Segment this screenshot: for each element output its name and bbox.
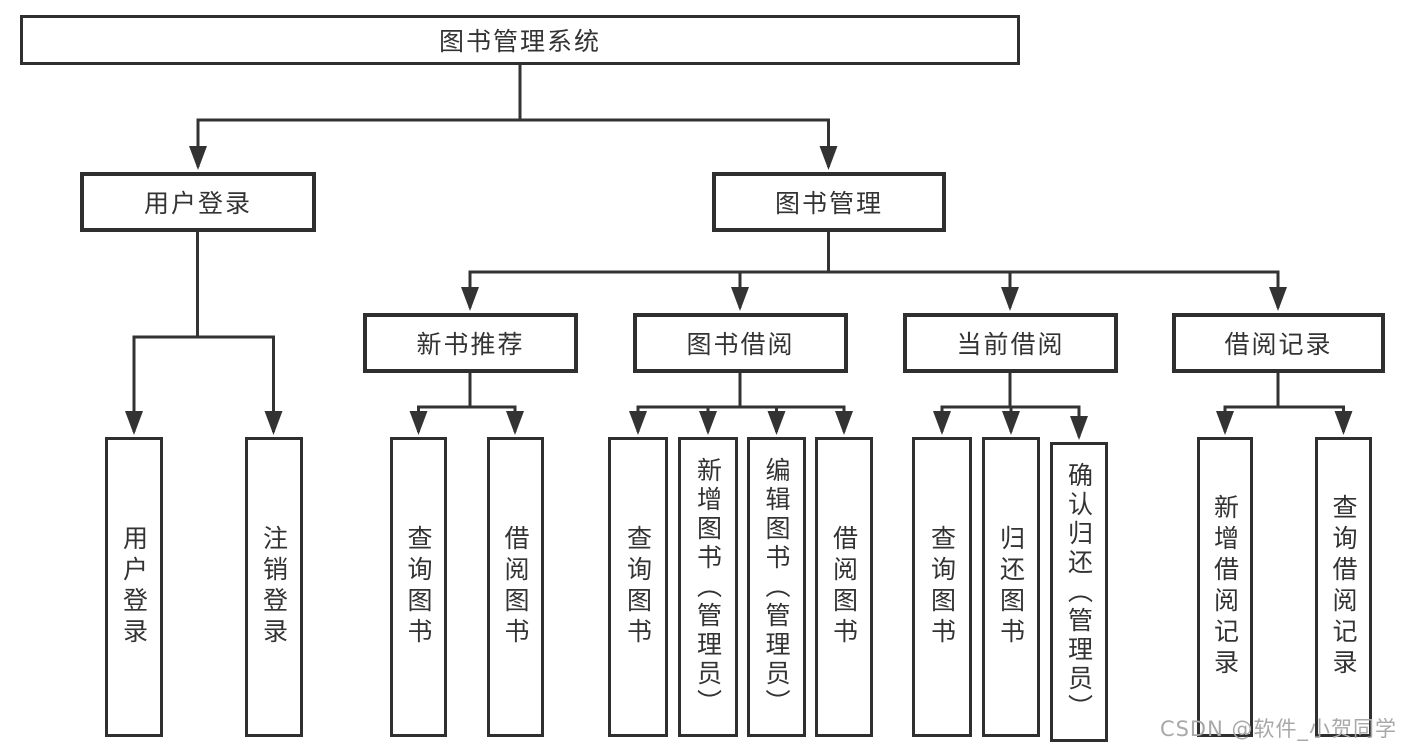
leaf-br-add-record: 新增借阅记录 <box>1197 437 1253 737</box>
leaf-cb-query-books: 查询图书 <box>912 437 972 737</box>
node-borrow-records: 借阅记录 <box>1172 313 1385 373</box>
leaf-cb-confirm-return-label: 确认归还（管理员） <box>1064 461 1094 723</box>
node-root-system: 图书管理系统 <box>20 15 1020 65</box>
leaf-logout-label: 注销登录 <box>259 525 289 649</box>
leaf-bb-query-books: 查询图书 <box>608 437 668 737</box>
node-root-system-label: 图书管理系统 <box>438 27 601 56</box>
leaf-cb-query-books-label: 查询图书 <box>927 525 957 649</box>
connector-root-to-level2 <box>189 65 838 170</box>
leaf-cb-return-books: 归还图书 <box>982 437 1040 737</box>
node-new-book-recommend: 新书推荐 <box>363 313 578 373</box>
connector-book-borrow-children <box>629 373 853 435</box>
leaf-bb-borrow-books: 借阅图书 <box>815 437 873 737</box>
leaf-user-login-label: 用户登录 <box>119 525 149 649</box>
leaf-nb-borrow-books-label: 借阅图书 <box>501 525 530 649</box>
node-user-login-branch-label: 用户登录 <box>143 189 252 218</box>
connector-book-mgmt-children <box>461 232 1287 311</box>
node-current-borrow-label: 当前借阅 <box>956 330 1065 359</box>
leaf-logout: 注销登录 <box>245 437 303 737</box>
connector-borrow-records-children <box>1216 373 1353 435</box>
leaf-bb-query-books-label: 查询图书 <box>623 525 653 649</box>
node-book-management-branch-label: 图书管理 <box>774 189 883 218</box>
leaf-bb-edit-books: 编辑图书（管理员） <box>747 437 806 737</box>
node-book-borrow: 图书借阅 <box>633 313 848 373</box>
leaf-nb-query-books-label: 查询图书 <box>404 525 433 649</box>
node-user-login-branch: 用户登录 <box>80 172 316 232</box>
node-borrow-records-label: 借阅记录 <box>1224 330 1333 359</box>
leaf-bb-edit-books-label: 编辑图书（管理员） <box>762 456 791 718</box>
leaf-br-query-record: 查询借阅记录 <box>1315 437 1372 737</box>
node-current-borrow: 当前借阅 <box>903 313 1118 373</box>
leaf-user-login: 用户登录 <box>105 437 163 737</box>
connector-new-book-children <box>409 373 524 435</box>
leaf-cb-return-books-label: 归还图书 <box>996 525 1026 649</box>
leaf-bb-add-books-label: 新增图书（管理员） <box>693 456 723 718</box>
leaf-cb-confirm-return: 确认归还（管理员） <box>1050 442 1108 742</box>
node-book-borrow-label: 图书借阅 <box>686 330 795 359</box>
leaf-nb-query-books: 查询图书 <box>390 437 447 737</box>
leaf-br-add-record-label: 新增借阅记录 <box>1210 494 1240 680</box>
leaf-br-query-record-label: 查询借阅记录 <box>1329 494 1358 680</box>
connector-user-login-children <box>125 232 283 435</box>
connector-current-borrow-children <box>933 373 1088 440</box>
csdn-watermark: CSDN @软件_小贺同学 <box>1159 717 1397 741</box>
node-book-management-branch: 图书管理 <box>712 172 946 232</box>
leaf-nb-borrow-books: 借阅图书 <box>487 437 544 737</box>
node-new-book-recommend-label: 新书推荐 <box>416 330 525 359</box>
leaf-bb-add-books: 新增图书（管理员） <box>678 437 738 737</box>
leaf-bb-borrow-books-label: 借阅图书 <box>829 525 859 649</box>
